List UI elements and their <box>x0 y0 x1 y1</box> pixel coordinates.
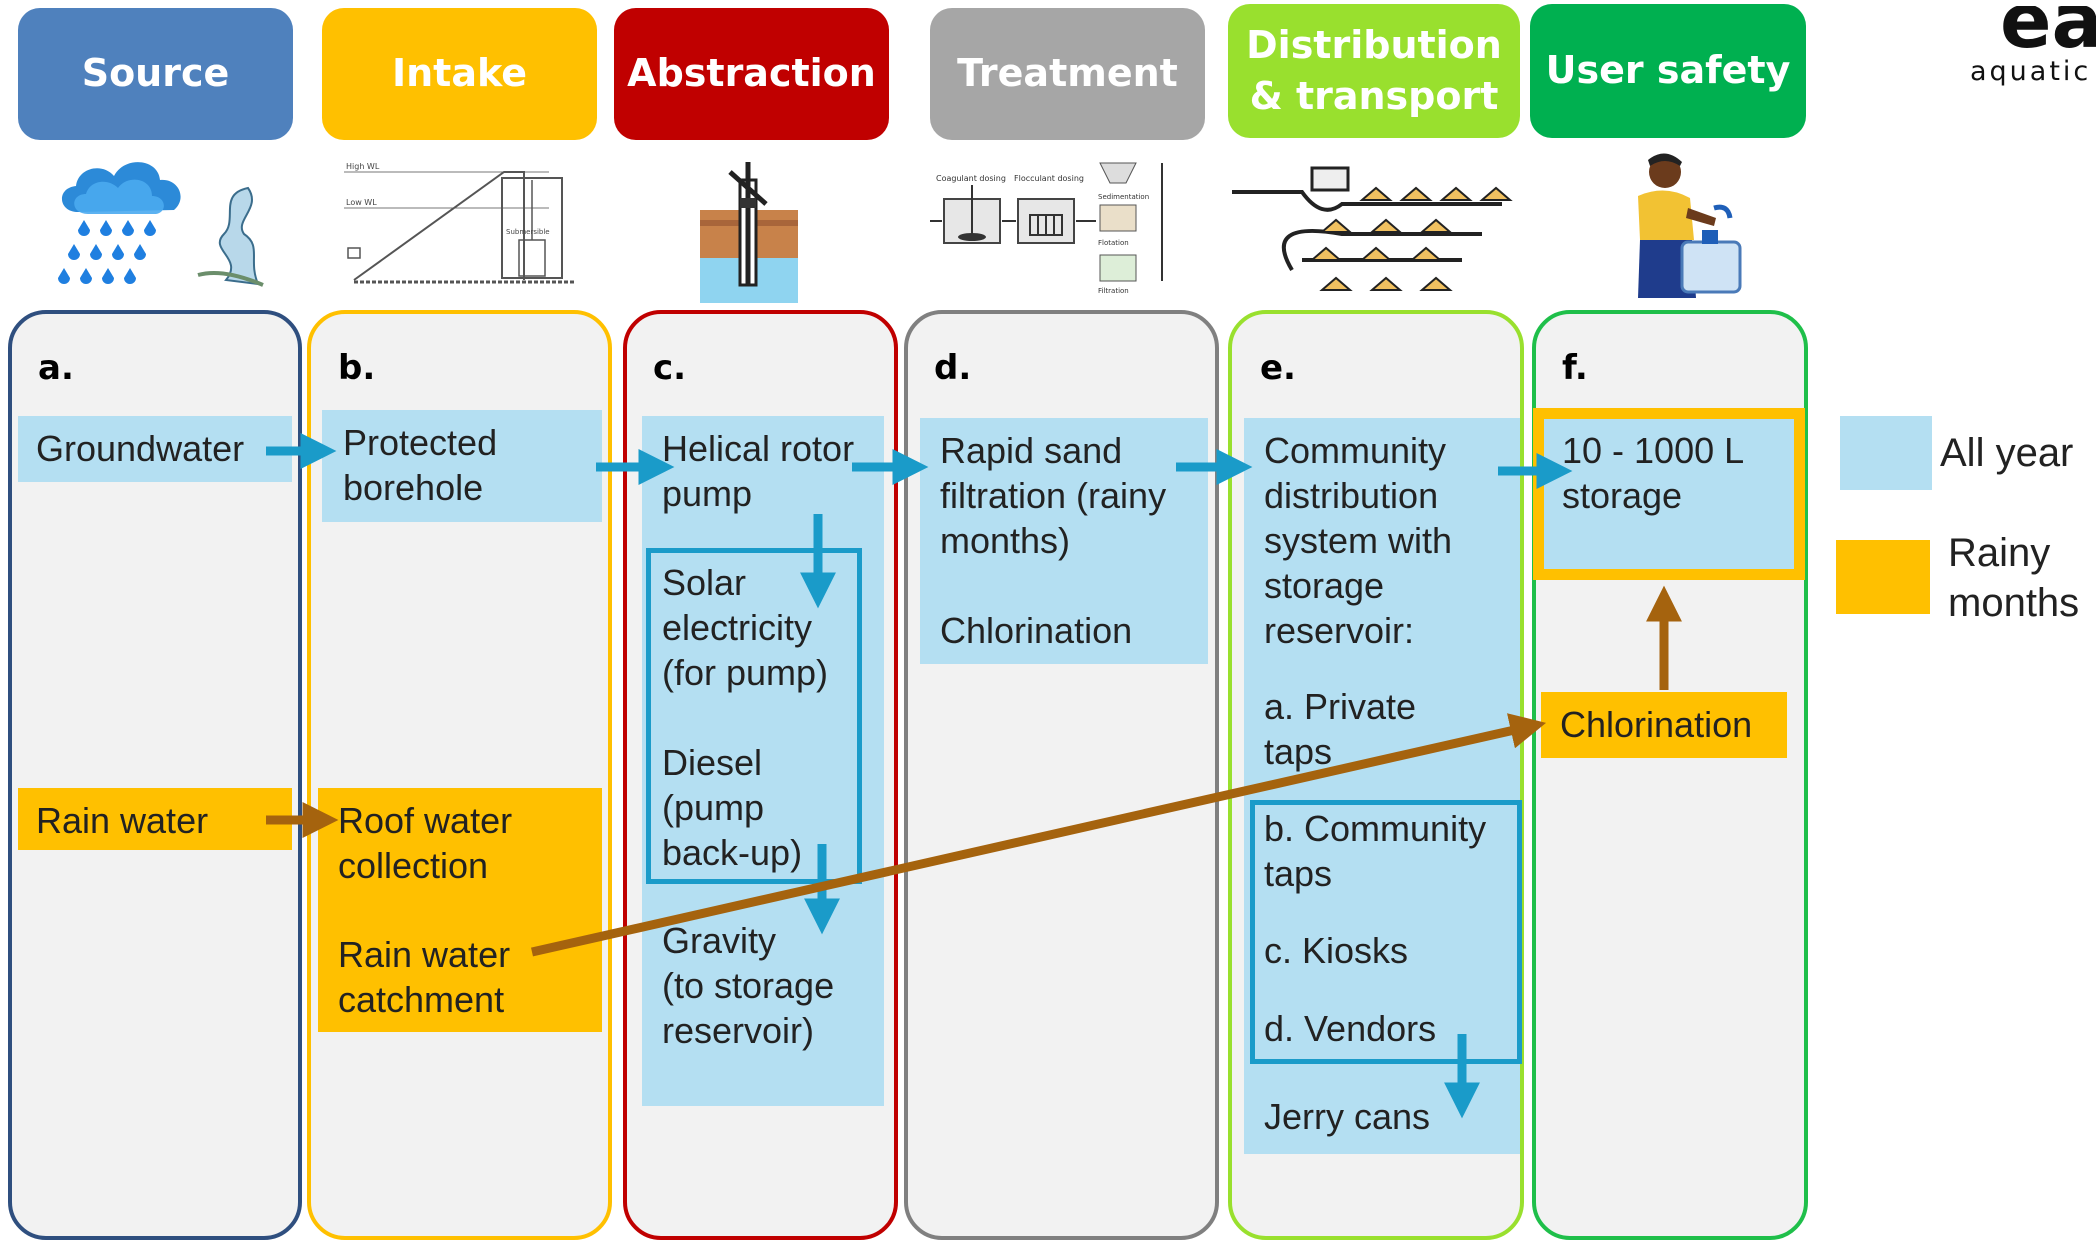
header-treatment: Treatment <box>930 8 1205 140</box>
header-abstraction: Abstraction <box>614 8 889 140</box>
svg-text:Flocculant dosing: Flocculant dosing <box>1014 174 1084 183</box>
kiosks-label: c. Kiosks <box>1264 930 1409 971</box>
column-letter-b: b. <box>338 348 376 388</box>
rain-cloud-and-river-icon <box>48 150 268 295</box>
community-system-label: Community distribution system with stora… <box>1264 430 1453 651</box>
logo: ea aquatic <box>1968 6 2096 96</box>
solar-label: Solar electricity (for pump) <box>662 562 829 693</box>
legend-rainy-label: Rainy months <box>1948 531 2080 625</box>
header-user-safety: User safety <box>1530 4 1806 138</box>
header-source: Source <box>18 8 293 140</box>
column-letter-a: a. <box>38 348 74 388</box>
treatment-box <box>920 418 1208 664</box>
rapid-sand-label: Rapid sand filtration (rainy months) <box>940 430 1167 561</box>
svg-text:Filtration: Filtration <box>1098 287 1129 295</box>
helical-pump-label: Helical rotor pump <box>662 428 855 514</box>
user-chlorination-box <box>1541 692 1787 758</box>
distribution-network-icon <box>1232 160 1522 300</box>
diesel-label: Diesel (pump back-up) <box>662 742 803 873</box>
storage-label: 10 - 1000 L storage <box>1562 430 1745 516</box>
svg-text:Flotation: Flotation <box>1098 239 1129 247</box>
rain-collection-box <box>318 788 602 1032</box>
legend-all-year-swatch <box>1840 416 1932 490</box>
gravity-label: Gravity (to storage reservoir) <box>662 920 835 1051</box>
svg-text:High WL: High WL <box>346 162 380 171</box>
rain-catchment-label: Rain water catchment <box>338 934 511 1020</box>
column-letter-e: e. <box>1260 348 1296 388</box>
rain-water-label: Rain water <box>36 800 209 841</box>
community-taps-label: b. Community taps <box>1264 808 1487 894</box>
svg-text:Low WL: Low WL <box>346 198 377 207</box>
header-label: Intake <box>391 51 528 96</box>
header-distribution: Distribution & transport <box>1228 4 1520 138</box>
groundwater-label: Groundwater <box>36 428 245 469</box>
header-label: Distribution & transport <box>1246 22 1502 118</box>
column-letter-d: d. <box>934 348 972 388</box>
roof-water-label: Roof water collection <box>338 800 513 886</box>
rain-water-box <box>18 788 292 850</box>
column-letter-f: f. <box>1562 348 1588 388</box>
legend-all-year-label: All year <box>1940 431 2074 475</box>
header-intake: Intake <box>322 8 597 140</box>
protected-borehole-label: Protected borehole <box>343 422 498 508</box>
logo-text: aquatic <box>1970 56 2092 87</box>
borehole-pump-icon <box>700 160 798 303</box>
header-label: Treatment <box>957 51 1178 96</box>
svg-text:Sedimentation: Sedimentation <box>1098 193 1149 201</box>
header-label: Source <box>81 51 230 96</box>
svg-text:Coagulant dosing: Coagulant dosing <box>936 174 1006 183</box>
energy-options-frame <box>646 548 862 884</box>
legend-rainy-swatch <box>1836 540 1930 614</box>
storage-box <box>1533 408 1805 580</box>
svg-text:Submersible: Submersible <box>506 228 550 236</box>
intake-structure-drawing-icon: High WL Low WL Submersible <box>334 160 584 290</box>
logo-mark: ea <box>2000 6 2096 65</box>
treatment-process-diagram-icon: Coagulant dosing Flocculant dosing Sedim… <box>930 155 1170 295</box>
column-letter-c: c. <box>653 348 687 388</box>
groundwater-box <box>18 416 292 482</box>
abstraction-box <box>642 416 884 1106</box>
treatment-chlorination-label: Chlorination <box>940 610 1133 651</box>
distribution-box <box>1244 418 1520 1154</box>
vendors-label: d. Vendors <box>1264 1008 1437 1049</box>
header-label: Abstraction <box>627 51 876 96</box>
arrow-catchment-to-chlorination <box>531 713 1547 957</box>
protected-borehole-box <box>322 410 602 522</box>
person-filling-container-icon <box>1620 148 1745 298</box>
public-points-frame <box>1250 800 1522 1064</box>
header-label: User safety <box>1545 48 1791 93</box>
private-taps-label: a. Private taps <box>1264 686 1417 772</box>
user-chlorination-label: Chlorination <box>1560 704 1753 745</box>
jerry-cans-label: Jerry cans <box>1264 1096 1431 1137</box>
